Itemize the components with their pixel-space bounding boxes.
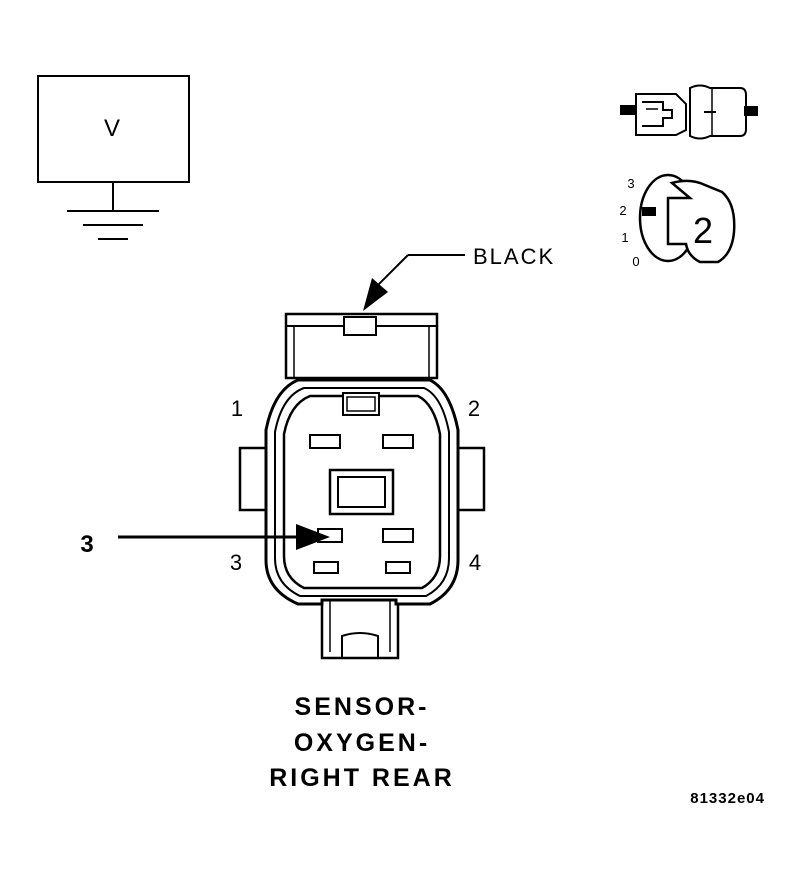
voltmeter-label: V [104,115,120,142]
switch-mark-2: 2 [619,203,626,218]
switch-mark-0: 0 [632,254,639,269]
pin-label-1: 1 [231,396,243,421]
pin-label-2: 2 [468,396,480,421]
switch-mark-1: 1 [621,230,628,245]
switch-position-label: 2 [693,210,713,251]
pin-label-3: 3 [230,550,242,575]
pin-label-4: 4 [469,550,481,575]
ignition-switch-icon: 3 2 1 0 2 [619,173,736,269]
title-line-1: SENSOR- [295,693,430,721]
callout-arrow [118,524,330,550]
connector-body [238,312,486,660]
title-line-3: RIGHT REAR [269,764,455,792]
switch-mark-3: 3 [627,176,634,191]
connector-plug-icon [620,84,758,140]
connector-color-label: BLACK [473,244,555,269]
callout-number: 3 [80,531,93,558]
figure-id: 81332e04 [690,790,765,807]
title-line-2: OXYGEN- [294,729,430,757]
voltmeter-symbol: V [37,75,190,240]
color-leader-line [363,254,465,311]
